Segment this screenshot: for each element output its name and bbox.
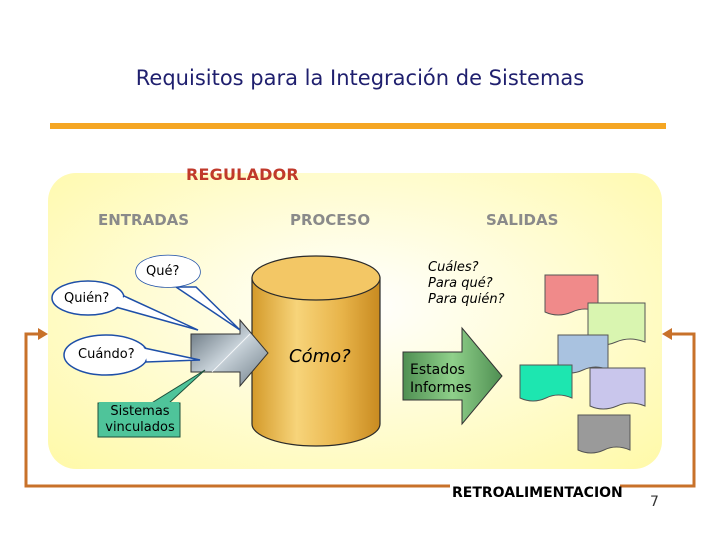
callout-quien-text: Quién? bbox=[64, 291, 110, 306]
title-underline bbox=[50, 123, 666, 129]
question-cuales: Cuáles? bbox=[428, 260, 479, 275]
page-number: 7 bbox=[650, 494, 659, 510]
slide-title: Requisitos para la Integración de Sistem… bbox=[135, 66, 585, 90]
outputs-estados: Estados bbox=[410, 362, 465, 378]
callout-sistemas-text: Sistemas vinculados bbox=[100, 404, 180, 436]
feedback-loop bbox=[24, 332, 696, 488]
header-salidas: SALIDAS bbox=[486, 211, 559, 229]
feedback-right-line bbox=[620, 332, 696, 488]
regulador-label: REGULADOR bbox=[186, 165, 299, 184]
doc-cyan bbox=[519, 364, 573, 402]
salidas-questions: Cuáles? Para qué? Para quién? bbox=[428, 260, 505, 308]
como-label: Cómo? bbox=[289, 346, 351, 367]
callout-cuando-text: Cuándo? bbox=[78, 347, 135, 362]
outputs-informes: Informes bbox=[410, 380, 472, 396]
input-arrow bbox=[190, 318, 269, 388]
callout-que bbox=[135, 254, 241, 331]
callout-sistemas-line1: Sistemas bbox=[110, 404, 170, 419]
output-arrow bbox=[402, 326, 503, 426]
callout-sistemas bbox=[97, 369, 206, 438]
header-entradas: ENTRADAS bbox=[98, 211, 190, 229]
doc-gray bbox=[577, 414, 631, 454]
question-para-quien: Para quién? bbox=[428, 292, 505, 307]
output-documents bbox=[519, 274, 646, 454]
feedback-left-line bbox=[24, 332, 450, 488]
feedback-arrowhead-left bbox=[38, 328, 48, 340]
outputs-label: Estados Informes bbox=[410, 361, 472, 397]
callout-que-text: Qué? bbox=[146, 264, 180, 279]
process-cylinder bbox=[251, 255, 381, 447]
callout-sistemas-line2: vinculados bbox=[105, 420, 175, 435]
callout-quien bbox=[51, 280, 199, 331]
doc-lavender bbox=[589, 367, 646, 410]
callout-cuando bbox=[63, 334, 201, 376]
question-para-que: Para qué? bbox=[428, 276, 493, 291]
retroalimentacion-label: RETROALIMENTACION bbox=[452, 485, 623, 501]
feedback-arrowhead-right bbox=[662, 328, 672, 340]
header-proceso: PROCESO bbox=[290, 211, 371, 229]
